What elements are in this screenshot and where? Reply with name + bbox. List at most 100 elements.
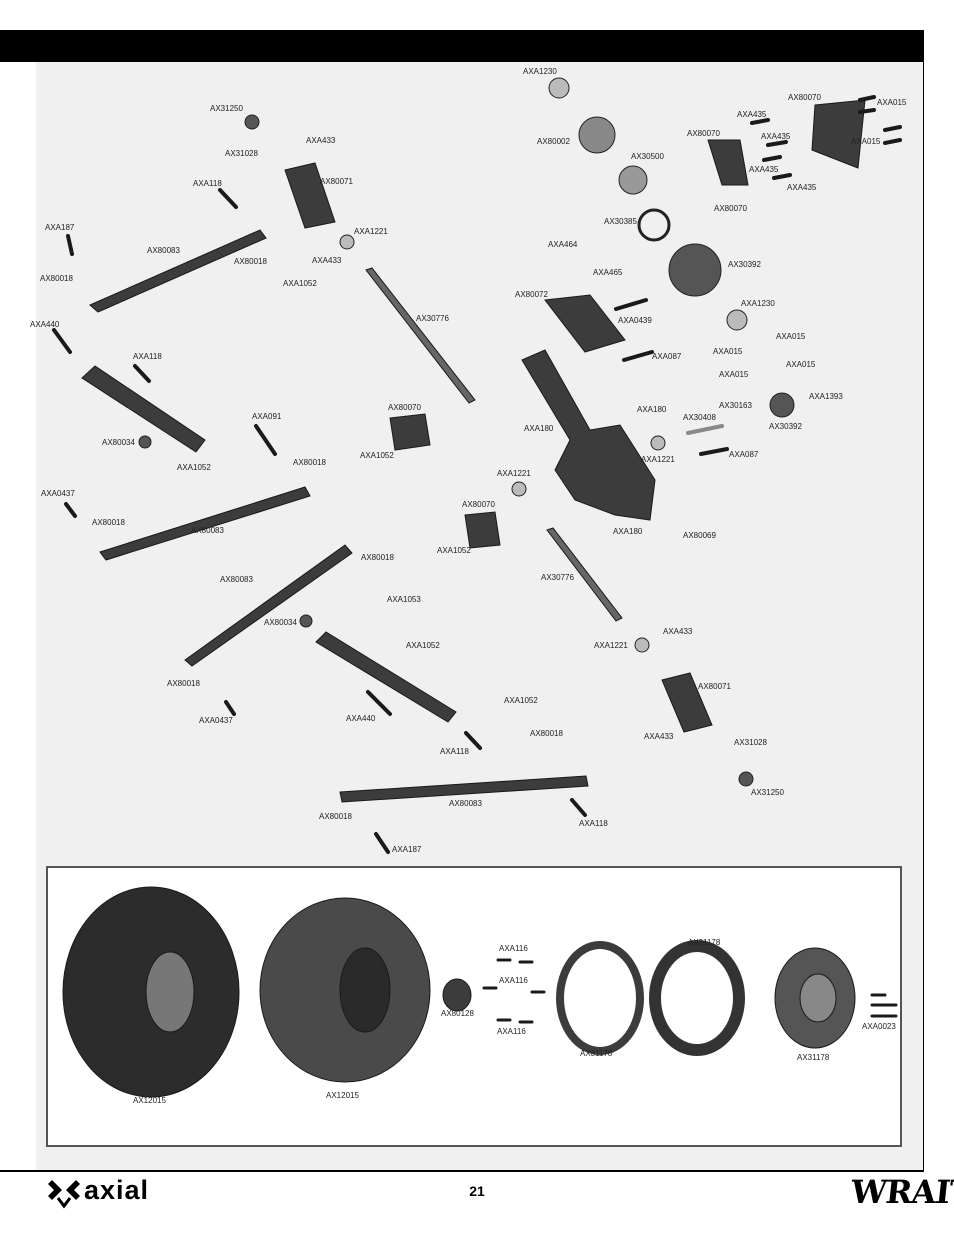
link-ax80083-bottom	[339, 775, 589, 803]
hex-hub-ax31250-bottom	[738, 771, 754, 787]
part-label-ax80083: AX80083	[220, 575, 253, 584]
cv-cup-ax80071-upper	[284, 162, 336, 229]
part-label-axa0439: AXA0439	[618, 316, 652, 325]
part-label-axa015: AXA015	[851, 137, 881, 146]
part-label-axa116: AXA116	[499, 976, 528, 985]
part-label-axa087: AXA087	[729, 450, 759, 459]
part-label-axa435: AXA435	[749, 165, 779, 174]
part-label-axa0437: AXA0437	[199, 716, 233, 725]
axial-logo-icon	[48, 1180, 80, 1209]
screw-axa0437-1	[64, 502, 77, 518]
part-label-axa433: AXA433	[306, 136, 336, 145]
screw-axa435-1	[750, 118, 770, 125]
screw-axa187-1	[66, 234, 74, 256]
part-label-axa187: AXA187	[392, 845, 422, 854]
part-label-axa1052: AXA1052	[437, 546, 471, 555]
part-label-axa1393: AXA1393	[809, 392, 843, 401]
mount-ax80070-left	[389, 413, 431, 451]
screw-axa440-2	[366, 690, 392, 716]
header-bar	[0, 30, 924, 62]
bearing-axa1221-3	[634, 637, 650, 653]
part-label-axa015: AXA015	[776, 332, 806, 341]
part-label-axa015: AXA015	[713, 347, 743, 356]
spool-ax30500	[618, 165, 648, 195]
screw-axa118-1	[218, 188, 238, 209]
part-label-ax80018: AX80018	[319, 812, 352, 821]
part-label-axa118: AXA118	[193, 179, 222, 188]
brand-axial-wordmark: axial	[84, 1175, 150, 1205]
part-label-axa440: AXA440	[30, 320, 60, 329]
part-label-axa0437: AXA0437	[41, 489, 75, 498]
part-label-ax80070: AX80070	[714, 204, 747, 213]
bearing-axa1221-2	[511, 481, 527, 497]
part-label-axa464: AXA464	[548, 240, 578, 249]
bearing-axa1221-4	[650, 435, 666, 451]
part-label-axa1221: AXA1221	[594, 641, 628, 650]
part-label-ax31178: AX31178	[797, 1053, 830, 1062]
screw-axa118-4	[570, 798, 587, 817]
part-label-ax80018: AX80018	[234, 257, 267, 266]
part-label-axa118: AXA118	[579, 819, 608, 828]
part-label-ax80070: AX80070	[388, 403, 421, 412]
screw-axa118-2	[133, 364, 151, 383]
beadlock-ring-ax31178-inner	[649, 940, 745, 1056]
knuckle-ax80070	[707, 139, 749, 186]
part-label-ax80018: AX80018	[92, 518, 125, 527]
screw-axa187-2	[374, 832, 390, 854]
part-label-ax31250: AX31250	[751, 788, 784, 797]
part-label-axa465: AXA465	[593, 268, 623, 277]
part-label-axa435: AXA435	[787, 183, 817, 192]
link-ax80083-mid	[99, 486, 311, 561]
bearing-axa1230-top	[548, 77, 570, 99]
wheel-hub-ax80128	[442, 978, 472, 1012]
part-label-ax80072: AX80072	[515, 290, 548, 299]
part-label-ax80034: AX80034	[264, 618, 297, 627]
link-ax80083-lower	[184, 544, 353, 667]
part-label-ax30776: AX30776	[416, 314, 449, 323]
part-label-axa1052: AXA1052	[360, 451, 394, 460]
part-label-ax12015: AX12015	[133, 1096, 166, 1105]
part-label-axa1221: AXA1221	[497, 469, 531, 478]
part-label-axa1053: AXA1053	[387, 595, 421, 604]
part-label-axa1052: AXA1052	[504, 696, 538, 705]
part-label-axa1052: AXA1052	[283, 279, 317, 288]
part-label-axa180: AXA180	[524, 424, 554, 433]
right-border-rule	[923, 30, 924, 1172]
part-label-ax80083: AX80083	[147, 246, 180, 255]
part-label-axa1052: AXA1052	[406, 641, 440, 650]
part-label-ax31178: AX31178	[688, 938, 721, 947]
part-label-ax80070: AX80070	[788, 93, 821, 102]
part-label-axa433: AXA433	[644, 732, 674, 741]
part-label-axa435: AXA435	[761, 132, 791, 141]
pin-ax30408	[686, 424, 724, 435]
beadlock-ring-ax31178-outer	[556, 941, 644, 1055]
part-label-ax80069: AX80069	[683, 531, 716, 540]
part-label-axa435: AXA435	[737, 110, 767, 119]
screw-axa015-1	[858, 95, 876, 102]
part-label-ax31250: AX31250	[210, 104, 243, 113]
screw-axa091	[254, 424, 277, 456]
part-label-ax80034: AX80034	[102, 438, 135, 447]
shock-absorber-lower	[315, 631, 457, 723]
screw-axa087-1	[622, 350, 654, 362]
part-label-ax30408: AX30408	[683, 413, 716, 422]
screw-axa0439	[614, 298, 648, 311]
part-label-axa180: AXA180	[637, 405, 667, 414]
part-label-ax30385: AX30385	[604, 217, 637, 226]
part-label-axa433: AXA433	[663, 627, 693, 636]
bearing-axa1230-right	[726, 309, 748, 331]
driveshaft-ax30776-upper	[365, 267, 476, 404]
bearing-axa1221-1	[339, 234, 355, 250]
driveshaft-ax30776-lower	[546, 527, 623, 622]
part-label-ax80083: AX80083	[449, 799, 482, 808]
ring-gear-ax30392	[668, 243, 722, 297]
part-label-ax31178: AX31178	[580, 1049, 613, 1058]
brand-wraith-logo: WRAITH	[849, 1173, 954, 1211]
rod-end-ax80034-1	[138, 435, 152, 449]
part-label-ax80070: AX80070	[462, 500, 495, 509]
part-label-axa180: AXA180	[613, 527, 643, 536]
part-label-axa015: AXA015	[719, 370, 749, 379]
part-label-axa087: AXA087	[652, 352, 682, 361]
wheel-ax31178-center	[799, 973, 837, 1023]
rod-end-ax80034-2	[299, 614, 313, 628]
